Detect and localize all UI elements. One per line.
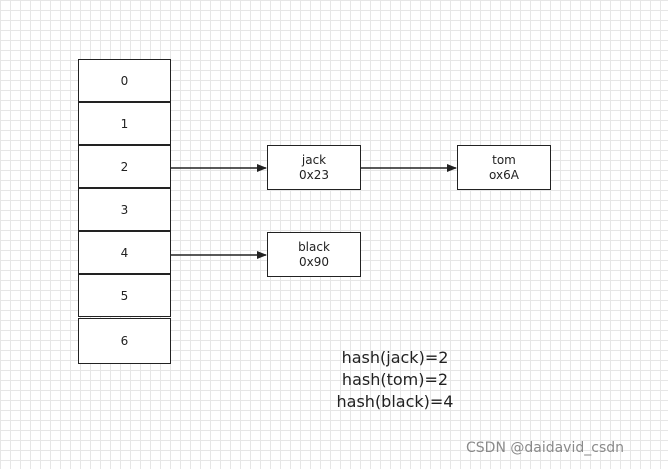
bucket-5: 5 [78,274,171,317]
node-black: black 0x90 [267,232,361,277]
bucket-1: 1 [78,102,171,145]
node-name: jack [301,152,327,167]
bucket-index: 4 [120,245,129,260]
node-name: black [298,239,330,254]
formula-jack: hash(jack)=2 [341,348,449,367]
bucket-index: 6 [120,334,129,348]
bucket-4: 4 [78,231,171,274]
bucket-0: 0 [78,59,171,102]
node-address: 0x23 [298,167,329,182]
formula-black: hash(black)=4 [336,392,454,411]
hash-formulas: hash(jack)=2 hash(tom)=2 hash(black)=4 [300,347,490,413]
bucket-index: 1 [120,116,129,131]
bucket-index: 2 [120,159,129,174]
node-tom: tom ox6A [457,145,551,190]
bucket-index: 0 [120,73,129,88]
bucket-6: 6 [78,318,171,364]
bucket-2: 2 [78,145,171,188]
formula-tom: hash(tom)=2 [341,370,449,389]
node-name: tom [492,152,516,167]
bucket-index: 5 [120,288,129,303]
node-jack: jack 0x23 [267,145,361,190]
node-address: ox6A [489,167,519,182]
bucket-3: 3 [78,188,171,231]
node-address: 0x90 [298,254,329,269]
bucket-index: 3 [120,202,129,217]
watermark: CSDN @daidavid_csdn [466,440,624,456]
